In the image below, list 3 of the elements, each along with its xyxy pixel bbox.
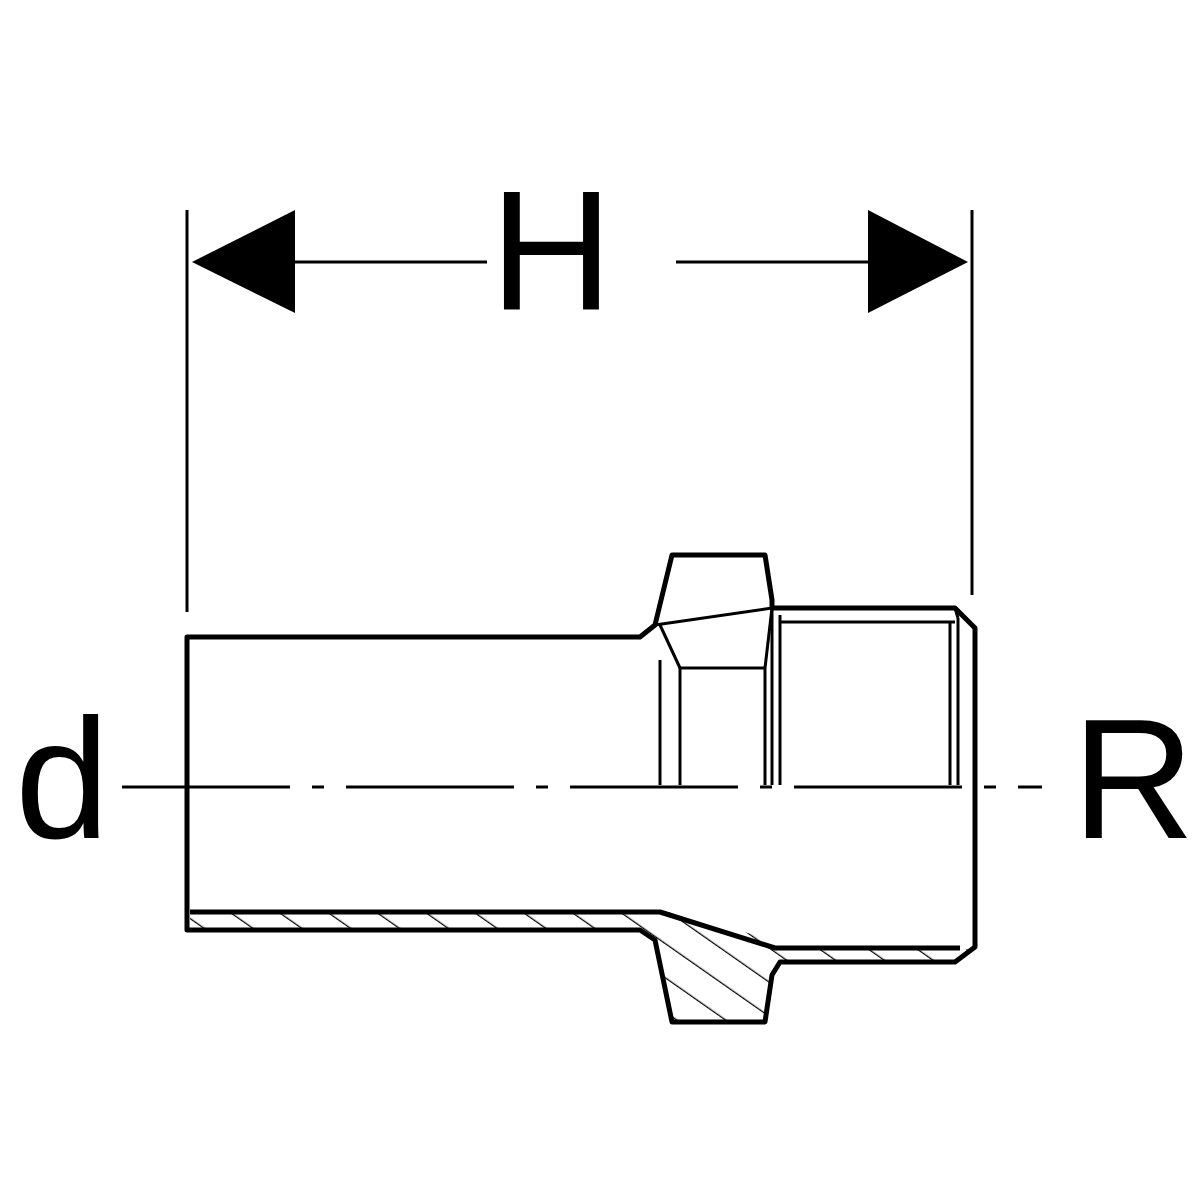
dimension-label: R bbox=[1072, 694, 1195, 864]
dimension-label: H bbox=[490, 166, 613, 336]
dimension-label: d bbox=[15, 694, 110, 864]
